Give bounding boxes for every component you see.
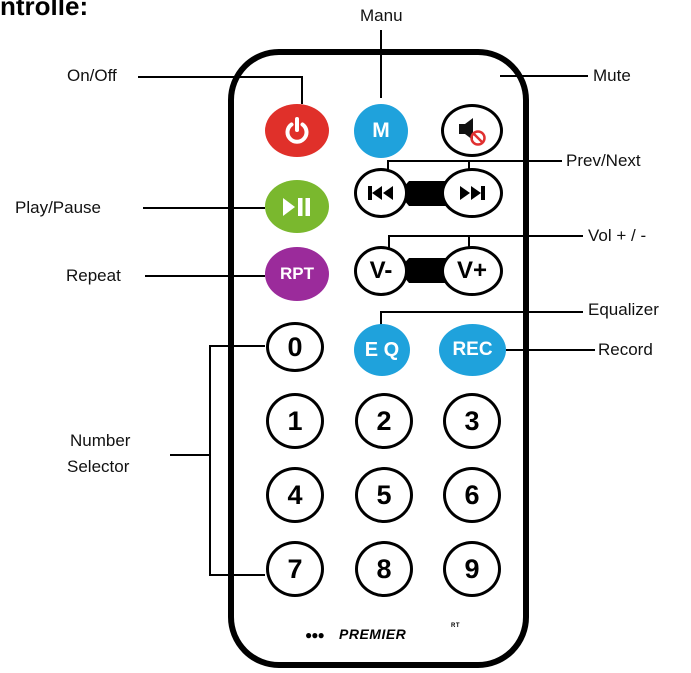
label-number: Number [70, 431, 131, 450]
digit-7-label: 7 [287, 553, 303, 584]
menu-button[interactable]: M [354, 104, 408, 158]
repeat-button-label: RPT [280, 264, 314, 283]
menu-button-label: M [372, 119, 390, 142]
digit-3-button[interactable]: 3 [443, 393, 501, 449]
record-button[interactable]: REC [439, 324, 506, 376]
next-track-button[interactable] [441, 168, 503, 218]
onoff-leader [138, 76, 303, 104]
label-manu: Manu [360, 6, 403, 25]
volume-down-button[interactable]: V- [354, 246, 408, 296]
digit-5-label: 5 [376, 479, 392, 510]
digit-3-label: 3 [464, 405, 480, 436]
equalizer-button[interactable]: E Q [354, 324, 410, 376]
power-icon [285, 116, 309, 144]
digit-7-button[interactable]: 7 [266, 541, 324, 597]
equalizer-button-label: E Q [364, 338, 400, 361]
brand-logo: ●●● PREMIER RT [305, 623, 465, 646]
play-pause-button[interactable] [265, 180, 329, 233]
digit-4-button[interactable]: 4 [266, 467, 324, 523]
repeat-button[interactable]: RPT [265, 247, 329, 301]
brand-name: PREMIER [339, 626, 407, 642]
play-pause-icon [283, 197, 310, 216]
previous-track-button[interactable] [354, 168, 408, 218]
digit-8-button[interactable]: 8 [355, 541, 413, 597]
volume-up-button[interactable]: V+ [441, 246, 503, 296]
digit-8-label: 8 [376, 553, 392, 584]
label-repeat: Repeat [66, 266, 121, 285]
label-vol: Vol + / - [588, 226, 647, 245]
digit-1-label: 1 [287, 405, 303, 436]
label-mute: Mute [593, 66, 631, 85]
label-prev-next: Prev/Next [566, 151, 641, 170]
power-button[interactable] [265, 104, 329, 157]
mute-button[interactable] [441, 104, 503, 157]
vol-leader [388, 235, 583, 249]
digit-6-label: 6 [464, 479, 480, 510]
brand-mark: ●●● [305, 628, 325, 642]
label-record: Record [598, 340, 653, 359]
digit-5-button[interactable]: 5 [355, 467, 413, 523]
digit-9-button[interactable]: 9 [443, 541, 501, 597]
next-track-icon [460, 186, 485, 200]
page-heading: ntrolle: [0, 0, 89, 21]
digit-2-button[interactable]: 2 [355, 393, 413, 449]
digit-4-label: 4 [287, 479, 303, 510]
record-button-label: REC [452, 339, 493, 360]
digit-0-label: 0 [287, 331, 303, 362]
volume-down-label: V- [369, 257, 393, 284]
digit-0-button[interactable]: 0 [266, 322, 324, 372]
brand-suffix: RT [451, 623, 460, 629]
label-selector: Selector [67, 457, 130, 476]
digit-1-button[interactable]: 1 [266, 393, 324, 449]
digit-6-button[interactable]: 6 [443, 467, 501, 523]
previous-track-icon [368, 186, 393, 200]
label-equalizer: Equalizer [588, 300, 659, 319]
label-on-off: On/Off [67, 66, 117, 85]
volume-up-label: V+ [456, 257, 488, 284]
mute-icon [459, 117, 486, 146]
digit-9-label: 9 [464, 553, 480, 584]
number-bracket [209, 345, 265, 576]
label-play-pause: Play/Pause [15, 198, 101, 217]
digit-2-label: 2 [376, 405, 392, 436]
